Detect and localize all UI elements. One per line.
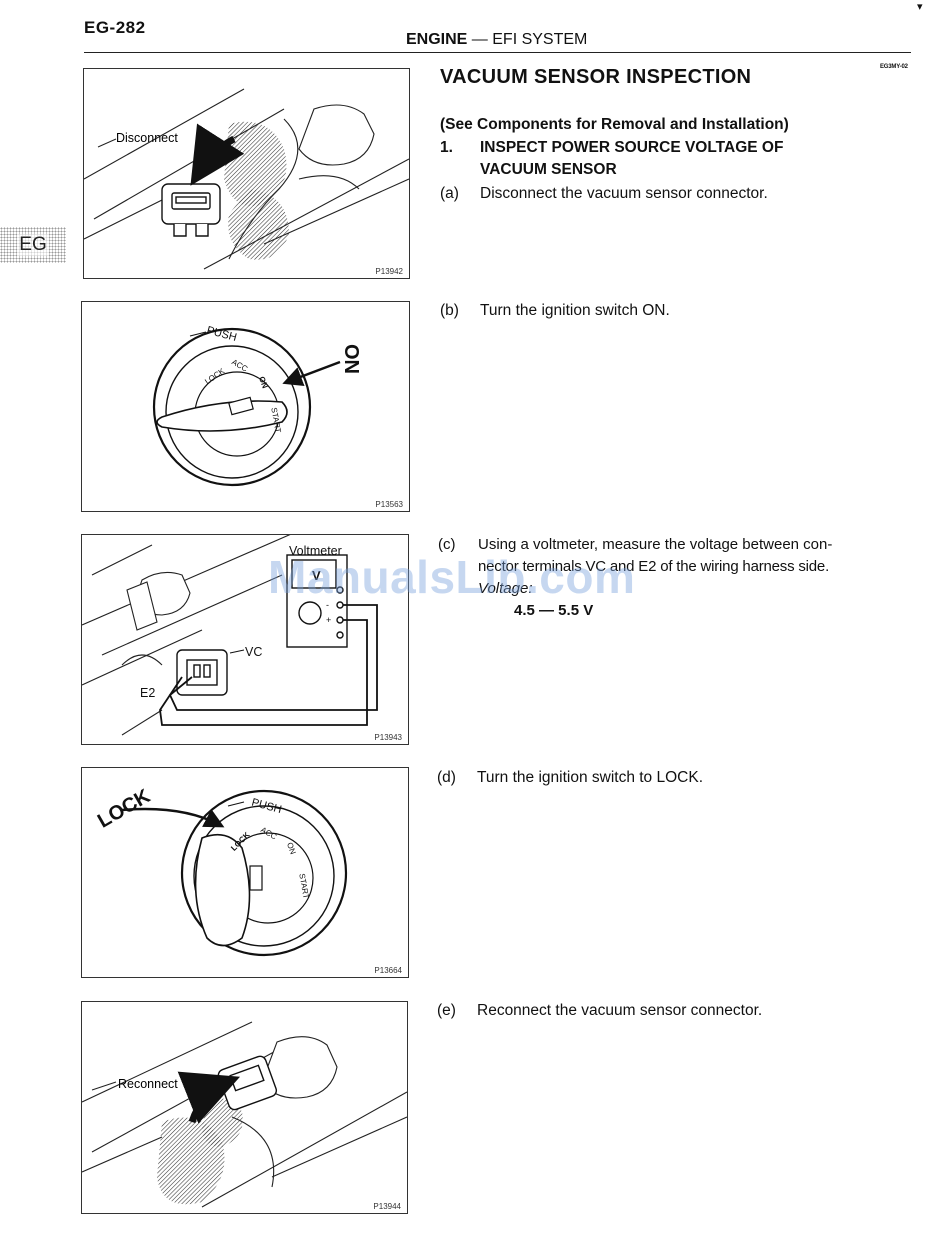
substep-text: Disconnect the vacuum sensor connector.	[480, 185, 768, 202]
disconnect-arrow	[190, 123, 245, 186]
header-separator: —	[471, 31, 488, 48]
callout-arrow	[121, 807, 225, 828]
voltage-spec-label: Voltage:	[478, 580, 533, 597]
minus-terminal-label: -	[326, 600, 329, 610]
substep-d: (d) Turn the ignition switch to LOCK.	[437, 767, 703, 789]
reconnect-arrow	[177, 1071, 240, 1124]
reconnect-illustration: Reconnect	[82, 1021, 407, 1208]
substep-e: (e) Reconnect the vacuum sensor connector…	[437, 1000, 762, 1022]
disconnect-illustration: Disconnect	[84, 88, 409, 270]
on-callout-label: ON	[340, 344, 362, 374]
reconnect-label: Reconnect	[118, 1077, 178, 1091]
substep-label: (e)	[437, 1002, 456, 1019]
vc-terminal-label: VC	[245, 645, 262, 659]
figure-disconnect: Disconnect P13942	[83, 68, 410, 279]
lock-position-label: LOCK	[203, 366, 227, 386]
ignition-key	[156, 400, 288, 432]
acc-position-label: ACC	[259, 825, 278, 841]
step-heading-line1: INSPECT POWER SOURCE VOLTAGE OF	[480, 139, 784, 156]
hatched-harness-lower	[228, 189, 289, 260]
section-title: VACUUM SENSOR INSPECTION	[440, 66, 752, 88]
figure-code: P13943	[374, 733, 402, 742]
on-position-label: ON	[285, 841, 298, 856]
figure-code: P13942	[375, 267, 403, 276]
section-tab[interactable]: EG	[0, 227, 66, 263]
ignition-lock-illustration: PUSH LOCK ACC ON START LOCK	[94, 785, 348, 957]
figure-code: P13563	[375, 500, 403, 509]
ignition-bezel	[152, 327, 312, 487]
section-tab-label: EG	[17, 234, 49, 256]
start-position-label: START	[297, 873, 310, 900]
substep-text-line2: nector terminals VC and E2 of the wiring…	[478, 558, 830, 575]
plus-terminal-label: +	[326, 615, 331, 625]
step-number: 1.	[440, 139, 453, 156]
voltage-spec-value: 4.5 — 5.5 V	[514, 602, 594, 619]
substep-text: Turn the ignition switch ON.	[480, 302, 670, 319]
watermark: ManualsLib.com	[268, 551, 636, 603]
page-number: EG-282	[84, 18, 146, 37]
corner-mark: ▾	[917, 1, 923, 13]
substep-text-line1: Using a voltmeter, measure the voltage b…	[478, 536, 833, 553]
substep-c: (c) Using a voltmeter, measure the voltag…	[438, 534, 918, 622]
figure-voltmeter: Voltmeter V - + VC E2 P13943	[81, 534, 409, 745]
push-label: PUSH	[205, 324, 238, 344]
header-rule	[84, 52, 911, 53]
acc-position-label: ACC	[230, 357, 249, 373]
ignition-key	[194, 833, 251, 947]
ignition-on-illustration: PUSH LOCK ACC ON START ON	[152, 324, 362, 487]
substep-label: (c)	[438, 536, 456, 553]
figure-reconnect: Reconnect P13944	[81, 1001, 408, 1214]
on-position-label: ON	[257, 375, 270, 390]
substep-label: (d)	[437, 769, 456, 786]
header-section: ENGINE	[406, 31, 468, 48]
header-subsection: EFI SYSTEM	[492, 31, 588, 48]
figure-code: P13664	[374, 966, 402, 975]
substep-a: (a) Disconnect the vacuum sensor connecto…	[440, 183, 768, 205]
figure-ignition-lock: PUSH LOCK ACC ON START LOCK P13664	[81, 767, 409, 978]
substep-text: Reconnect the vacuum sensor connector.	[477, 1002, 763, 1019]
page-header: ENGINE — EFI SYSTEM	[406, 31, 587, 49]
subtitle: (See Components for Removal and Installa…	[440, 116, 789, 133]
voltmeter-illustration: Voltmeter V - + VC E2	[82, 535, 378, 736]
figure-code: P13944	[373, 1202, 401, 1211]
push-label: PUSH	[250, 797, 283, 817]
step-heading-line2: VACUUM SENSOR	[480, 161, 617, 178]
disconnect-label: Disconnect	[116, 131, 178, 145]
step-heading: 1. INSPECT POWER SOURCE VOLTAGE OF VACUUM…	[440, 137, 900, 181]
substep-b: (b) Turn the ignition switch ON.	[440, 300, 670, 322]
ignition-bezel	[180, 789, 348, 957]
document-code: EG3MY-02	[880, 64, 908, 70]
substep-text: Turn the ignition switch to LOCK.	[477, 769, 703, 786]
substep-label: (b)	[440, 302, 459, 319]
callout-arrow	[282, 360, 341, 387]
voltmeter-unit-label: V	[312, 568, 321, 583]
voltmeter-label: Voltmeter	[289, 544, 342, 558]
figure-ignition-on: PUSH LOCK ACC ON START ON P13563	[81, 301, 410, 512]
start-position-label: START	[269, 407, 282, 434]
substep-label: (a)	[440, 185, 459, 202]
e2-terminal-label: E2	[140, 686, 155, 700]
